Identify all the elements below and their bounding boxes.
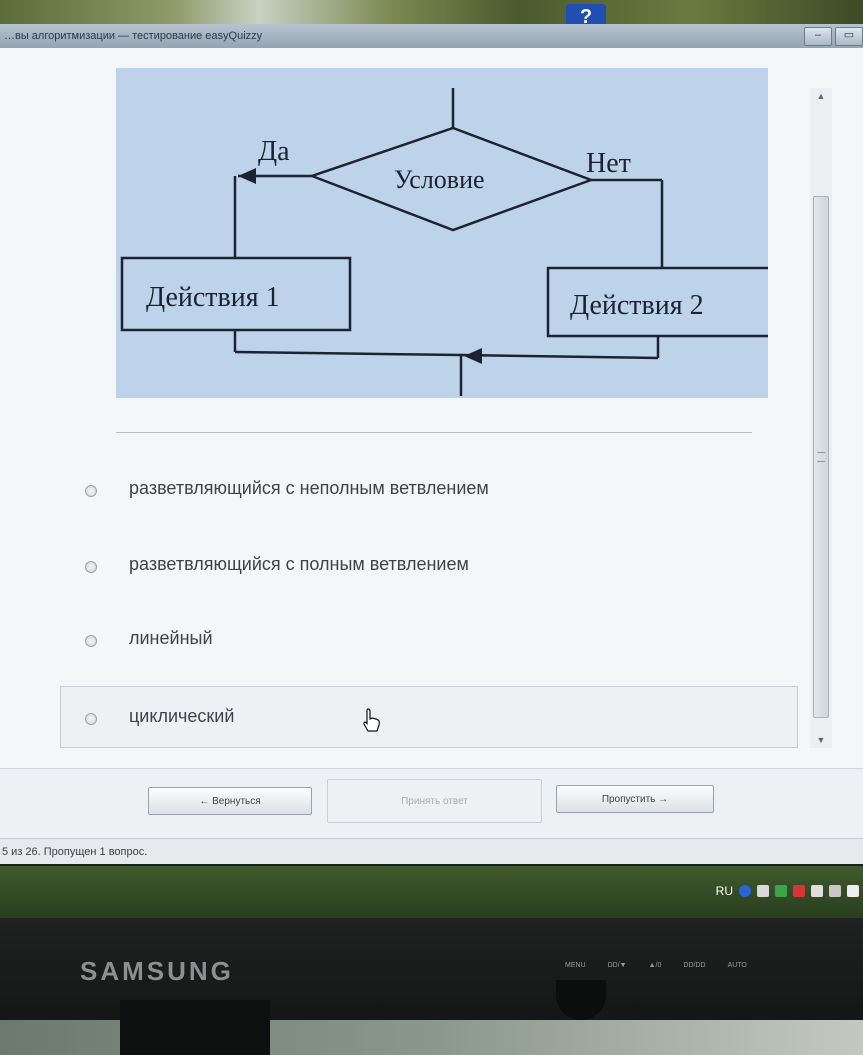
answer-option-hovered[interactable]: циклический [60,686,798,748]
restore-button[interactable]: ▭ [835,27,863,46]
arrow-join [464,348,482,364]
monitor-button-label[interactable]: AUTO [727,962,747,969]
power-button[interactable] [556,980,606,1020]
monitor-brand-logo: SAMSUNG [80,956,234,986]
answer-label: линейный [129,628,213,648]
language-indicator[interactable]: RU [715,884,733,898]
flowchart-image: Да Нет Условие Действия 1 Действия 2 [116,68,768,398]
network-icon[interactable] [757,885,769,897]
skip-button[interactable]: Пропустить → [556,785,714,813]
system-tray: RU [716,884,859,898]
action1-label: Действия 1 [146,282,280,313]
update-icon[interactable] [775,885,787,897]
answer-label: циклический [129,706,235,726]
monitor-buttons: MENU DD/▼ ▲/0 DD/DD AUTO [565,962,747,969]
window-controls: – ▭ [804,27,863,46]
no-label: Нет [586,148,631,179]
action1-box [120,256,352,332]
flag-icon[interactable] [793,885,805,897]
vertical-scrollbar[interactable]: ▲ ▼ [810,88,832,748]
action2-label: Действия 2 [570,290,704,321]
answer-label: разветвляющийся с полным ветвлением [129,554,469,574]
monitor-button-label[interactable]: ▲/0 [648,962,662,969]
divider [116,432,752,433]
scroll-thumb[interactable] [813,196,829,718]
question-area: Да Нет Условие Действия 1 Действия 2 раз… [0,48,863,768]
help-tray-icon[interactable] [739,885,751,897]
answer-label: разветвляющийся с неполным ветвлением [129,478,489,498]
back-button[interactable]: ← Вернуться [148,787,312,815]
arrow-yes [238,168,256,184]
monitor-button-label[interactable]: DD/DD [683,962,706,969]
window-titlebar: …вы алгоритмизации — тестирование easyQu… [0,24,863,48]
monitor-button-label[interactable]: DD/▼ [607,962,627,969]
hand-cursor-icon [363,708,380,732]
radio-button[interactable] [85,561,97,573]
monitor-stand [120,1000,270,1055]
scroll-up-icon[interactable]: ▲ [816,91,826,101]
taskbar: RU [0,866,863,918]
flow-line-join-bottom-left [234,350,462,357]
flow-line-join-bottom-right [460,353,659,360]
monitor-button-label[interactable]: MENU [565,962,586,969]
answer-option[interactable]: линейный [60,608,798,670]
scroll-down-icon[interactable]: ▼ [816,735,826,745]
answer-option[interactable]: разветвляющийся с полным ветвлением [60,534,798,596]
condition-label: Условие [394,165,485,194]
connection-icon[interactable] [811,885,823,897]
action-bar: ← Вернуться Принять ответ Пропустить → [0,768,863,839]
window-title: …вы алгоритмизации — тестирование easyQu… [4,30,263,42]
status-bar: 5 из 26. Пропущен 1 вопрос. [0,838,863,864]
accept-answer-button[interactable]: Принять ответ [327,779,542,823]
display-icon[interactable] [847,885,859,897]
radio-button[interactable] [85,485,97,497]
flowchart-svg: Да Нет Условие Действия 1 Действия 2 [120,88,768,396]
grip-icon [817,452,825,462]
answer-option[interactable]: разветвляющийся с неполным ветвлением [60,458,798,520]
radio-button[interactable] [85,713,97,725]
condition-diamond [308,126,595,232]
volume-icon[interactable] [829,885,841,897]
radio-button[interactable] [85,635,97,647]
minimize-button[interactable]: – [804,27,832,46]
yes-label: Да [258,136,290,167]
